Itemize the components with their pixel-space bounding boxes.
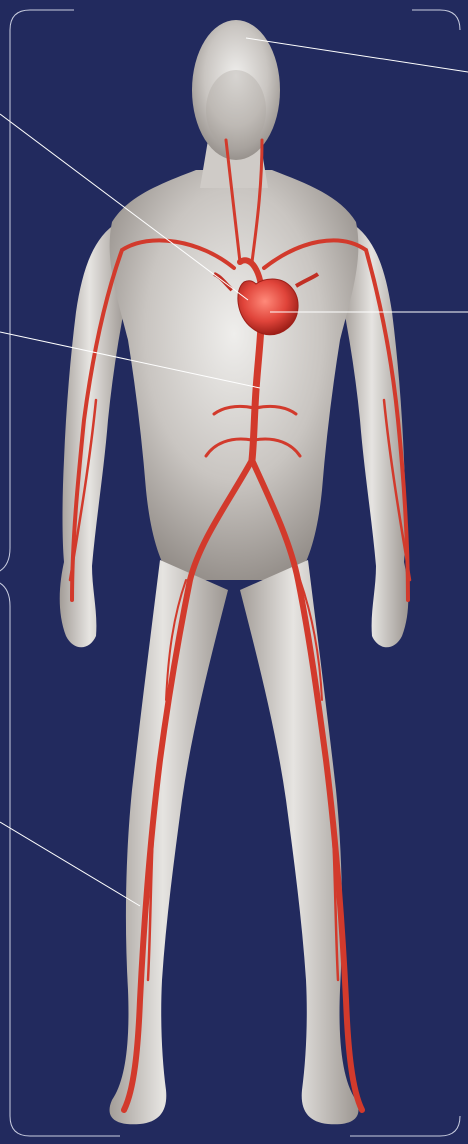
face-shadow	[206, 70, 266, 150]
left-upper-bracket	[0, 10, 74, 572]
leader-brain	[246, 38, 468, 72]
left-lower-bracket	[0, 582, 120, 1136]
torso	[110, 170, 359, 580]
right-leg	[240, 560, 358, 1124]
human-body	[60, 20, 409, 1124]
left-leg	[110, 560, 228, 1124]
right-upper-bracket	[412, 10, 460, 30]
right-lower-bracket	[350, 1116, 460, 1136]
leader-leg-artery	[0, 822, 140, 906]
